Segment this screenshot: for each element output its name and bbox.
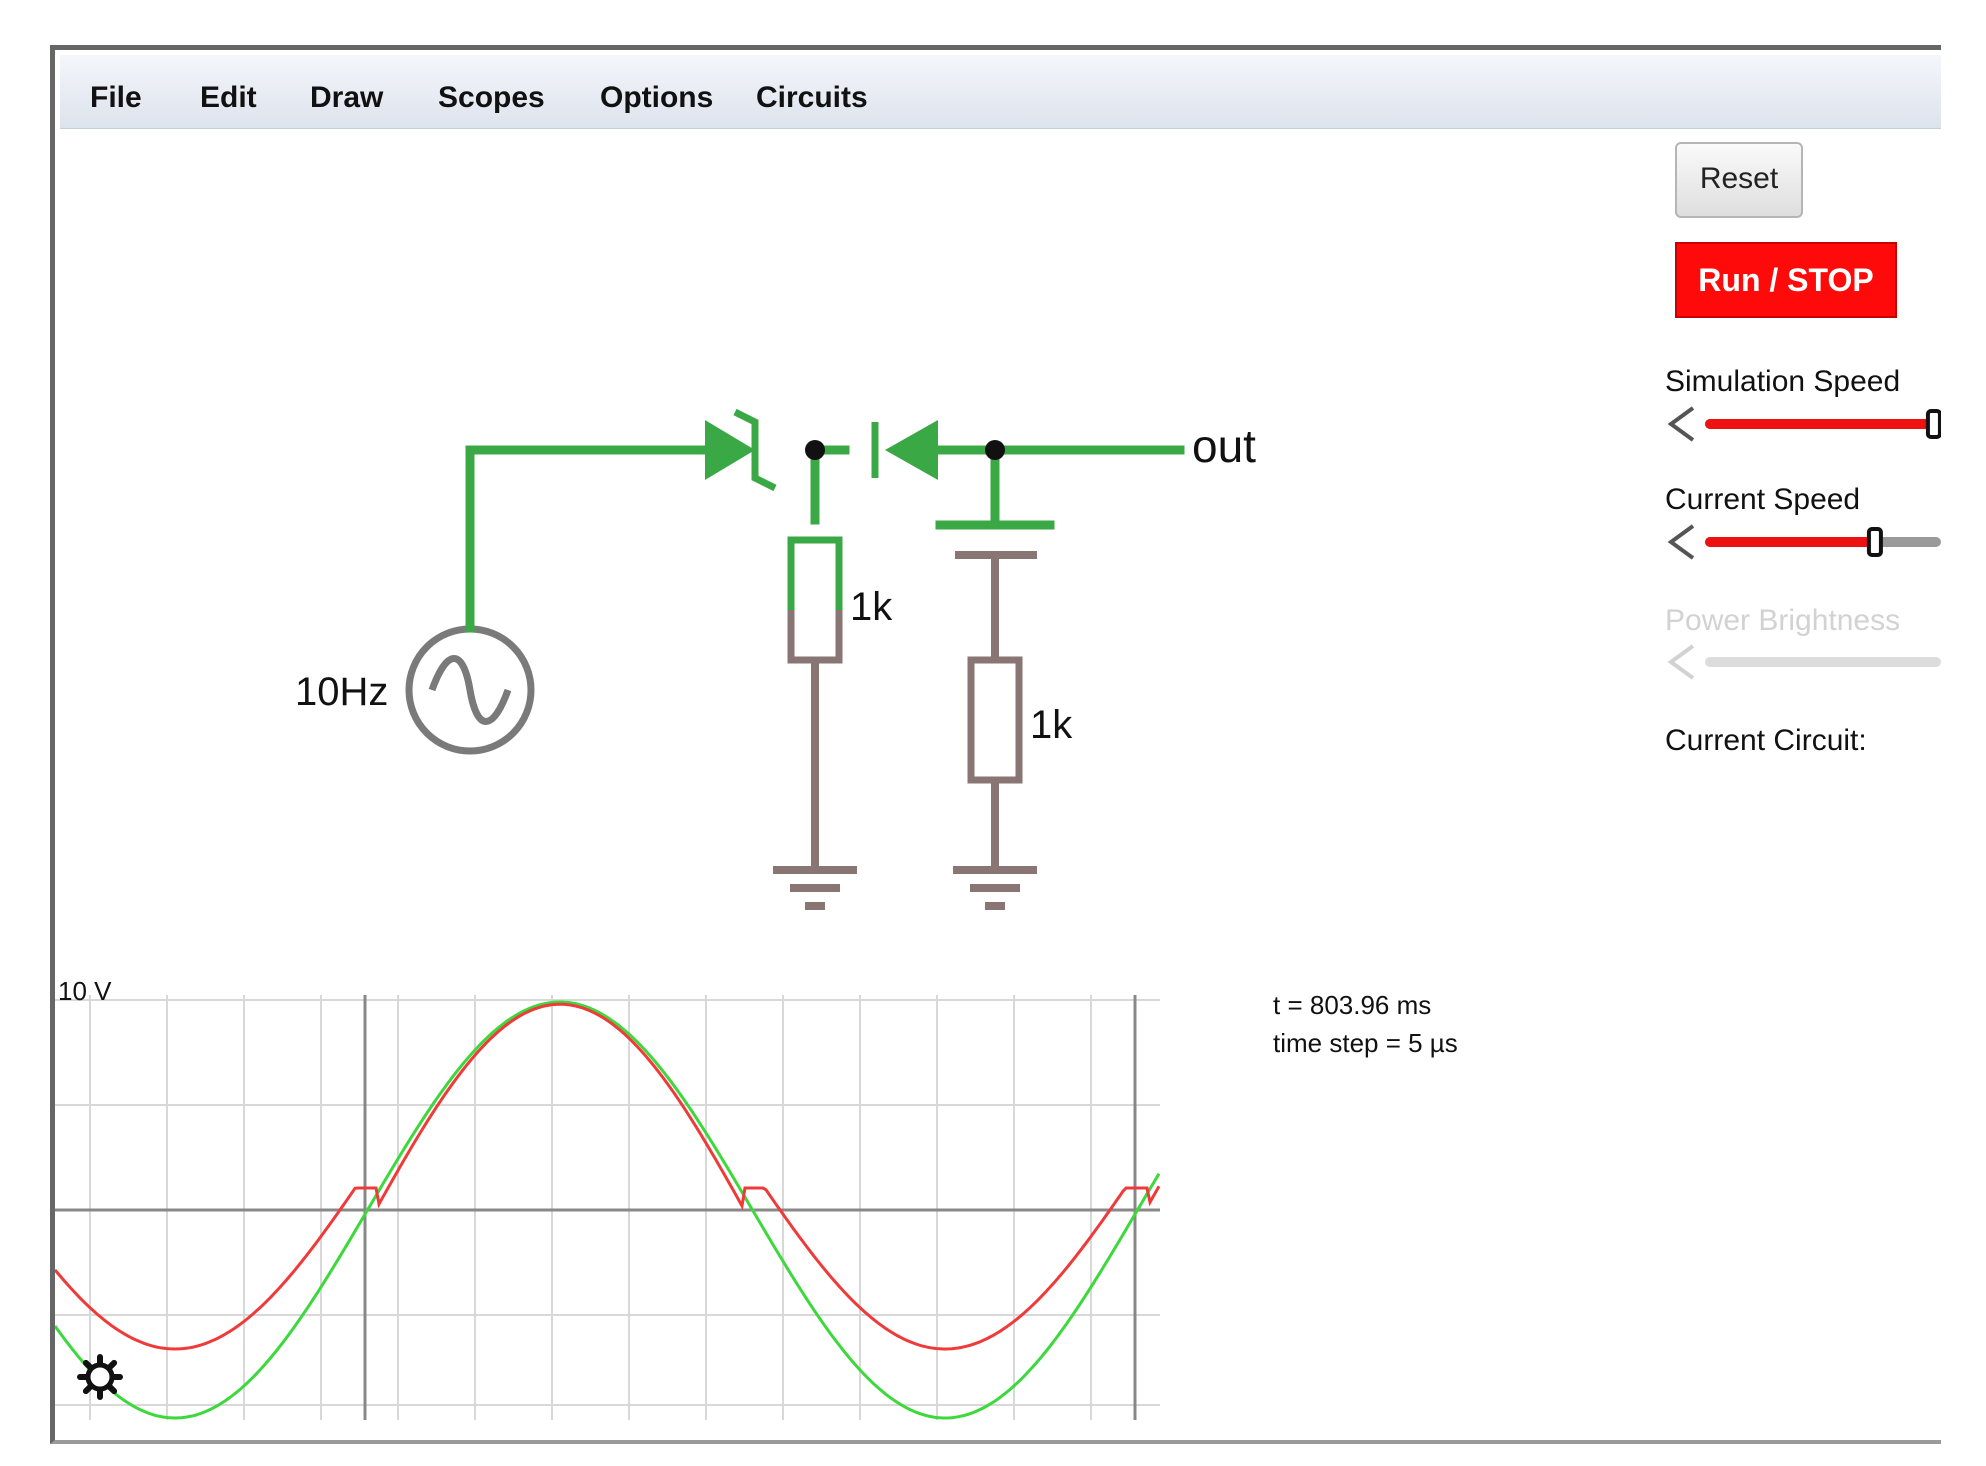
slider-track: [1705, 657, 1941, 667]
resistor-2-label: 1k: [1030, 703, 1073, 747]
output-label: out: [1192, 420, 1256, 472]
reset-button[interactable]: Reset: [1675, 142, 1803, 218]
current-speed-label: Current Speed: [1665, 483, 1861, 516]
junction-dot: [985, 440, 1005, 460]
resistor-2[interactable]: [967, 656, 1023, 784]
app-window: 10Hz: [50, 45, 1941, 1444]
scope-settings-gear-icon[interactable]: [77, 1354, 123, 1400]
circuit-schematic[interactable]: 10Hz: [295, 408, 1256, 910]
run-stop-button[interactable]: Run / STOP: [1675, 242, 1897, 318]
grounded-wires: [811, 551, 1037, 870]
source-frequency-label: 10Hz: [295, 670, 388, 714]
power-brightness-slider: [1667, 644, 1941, 680]
simulation-speed-slider[interactable]: [1663, 402, 1941, 446]
menu-edit[interactable]: Edit: [200, 81, 257, 114]
menu-draw[interactable]: Draw: [310, 81, 384, 114]
slider-thumb[interactable]: [1866, 527, 1883, 557]
ground-symbol: [773, 866, 857, 910]
current-circuit-label: Current Circuit:: [1665, 724, 1867, 757]
scope-trace-input: [55, 1000, 1161, 1420]
slider-decrease-icon[interactable]: [1667, 524, 1695, 560]
scope-grid: [55, 995, 1160, 1420]
scope-timestep-readout: time step = 5 µs: [1273, 1028, 1458, 1058]
scope-view[interactable]: 10 V: [55, 975, 1161, 1420]
slider-fill: [1705, 537, 1875, 547]
circuit-canvas[interactable]: 10Hz: [55, 50, 1941, 1440]
menu-file[interactable]: File: [90, 81, 142, 114]
zener-diode[interactable]: [705, 408, 777, 492]
menu-circuits[interactable]: Circuits: [756, 81, 868, 114]
scope-trace-output: [55, 1002, 1161, 1351]
slider-decrease-icon[interactable]: [1667, 406, 1695, 442]
scope-time-readout: t = 803.96 ms: [1273, 990, 1432, 1020]
ground-symbol: [953, 866, 1037, 910]
current-speed-slider[interactable]: [1663, 520, 1941, 564]
resistor-1-label: 1k: [850, 585, 893, 629]
slider-fill: [1705, 419, 1934, 429]
slider-thumb[interactable]: [1925, 409, 1941, 439]
scope-scale-label: 10 V: [58, 976, 112, 1006]
power-brightness-label: Power Brightness: [1665, 604, 1901, 637]
junction-dot: [805, 440, 825, 460]
menu-scopes[interactable]: Scopes: [438, 81, 545, 114]
simulation-speed-label: Simulation Speed: [1665, 365, 1901, 398]
menu-bar: File Edit Draw Scopes Options Circuits: [60, 55, 1941, 129]
resistor-1[interactable]: [787, 536, 843, 664]
ac-source[interactable]: [405, 625, 535, 755]
menu-options[interactable]: Options: [600, 81, 714, 114]
slider-decrease-icon: [1667, 644, 1695, 680]
diode[interactable]: [871, 420, 938, 480]
